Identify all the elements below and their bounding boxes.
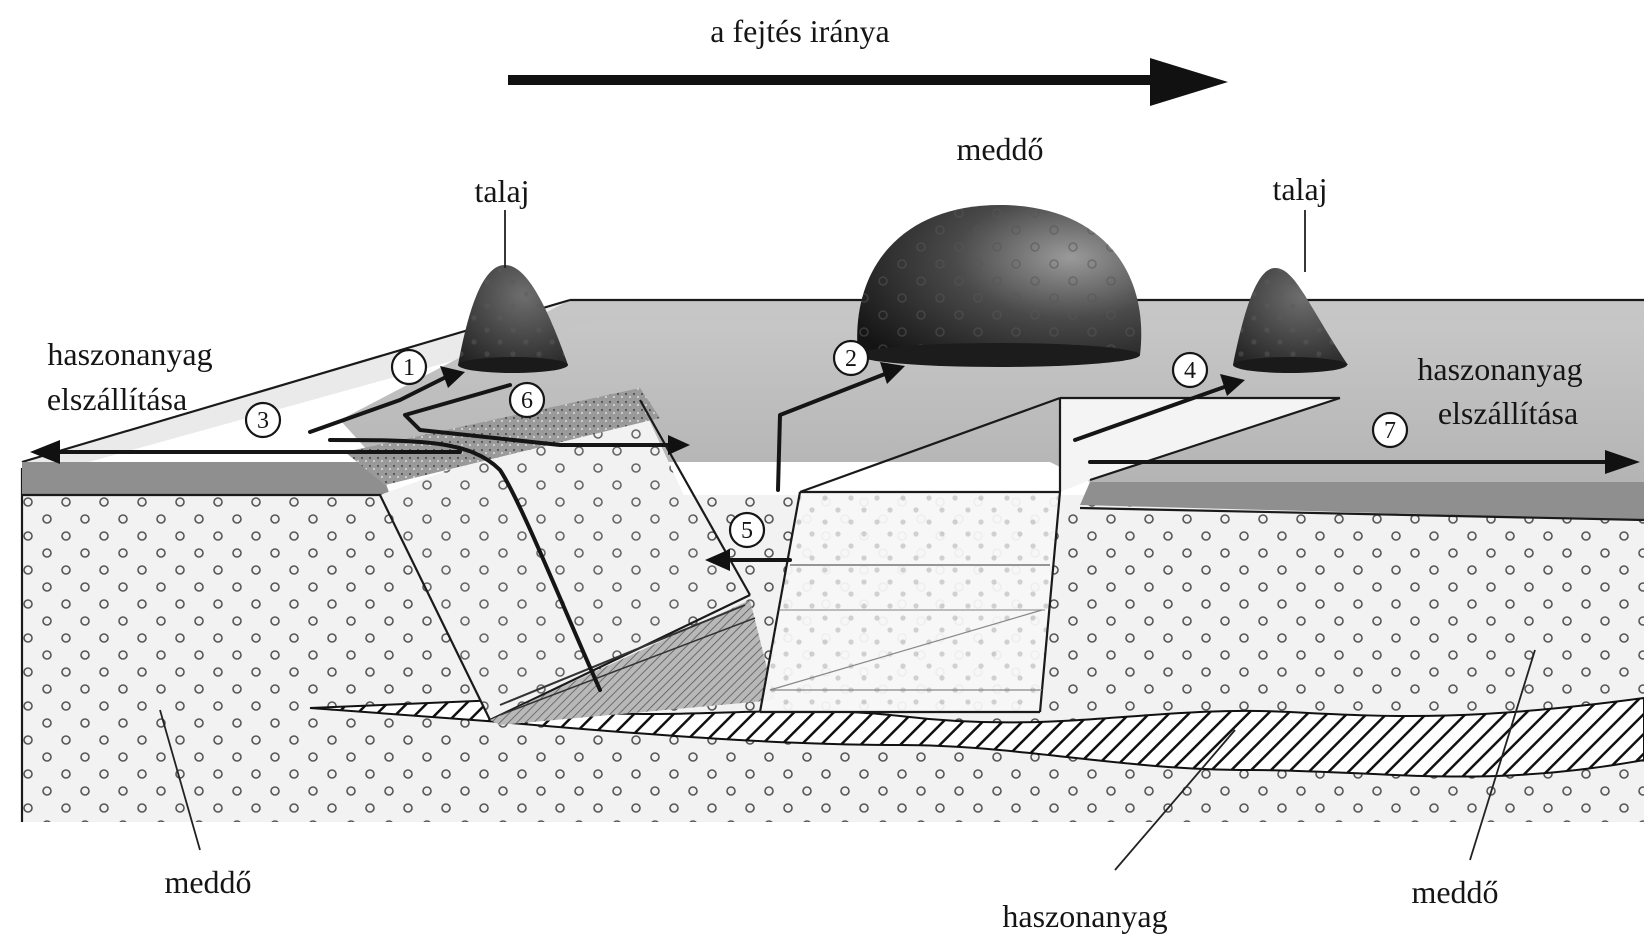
step-1-marker: 1	[392, 350, 426, 384]
step-4-number: 4	[1184, 358, 1196, 384]
step-1-number: 1	[403, 355, 415, 381]
waste-pile	[857, 205, 1141, 367]
step-7-marker: 7	[1373, 413, 1407, 447]
soil-left-label: talaj	[474, 173, 529, 209]
mineral-label: haszonanyag	[1002, 898, 1167, 934]
waste-pile-label: meddő	[956, 131, 1043, 167]
mining-direction-label: a fejtés iránya	[710, 13, 889, 49]
waste-bottom-right-label: meddő	[1411, 874, 1498, 910]
transport-right-label-line2: elszállítása	[1438, 395, 1578, 431]
step-5-number: 5	[741, 518, 753, 544]
step-6-number: 6	[521, 388, 533, 414]
transport-right-label-line1: haszonanyag	[1417, 351, 1582, 387]
step-7-number: 7	[1384, 418, 1396, 444]
ground-surface	[22, 300, 1644, 482]
step-5-marker: 5	[730, 513, 764, 547]
step-3-number: 3	[257, 408, 269, 434]
step-4-marker: 4	[1173, 353, 1207, 387]
step-2-marker: 2	[834, 341, 868, 375]
step-6-marker: 6	[510, 383, 544, 417]
waste-bottom-left-label: meddő	[164, 864, 251, 900]
step-2-number: 2	[845, 346, 857, 372]
mining-direction-arrow	[508, 58, 1228, 106]
step-3-marker: 3	[246, 403, 280, 437]
transport-left-label-line1: haszonanyag	[47, 336, 212, 372]
transport-left-label-line2: elszállítása	[47, 381, 187, 417]
soil-right-label: talaj	[1272, 171, 1327, 207]
